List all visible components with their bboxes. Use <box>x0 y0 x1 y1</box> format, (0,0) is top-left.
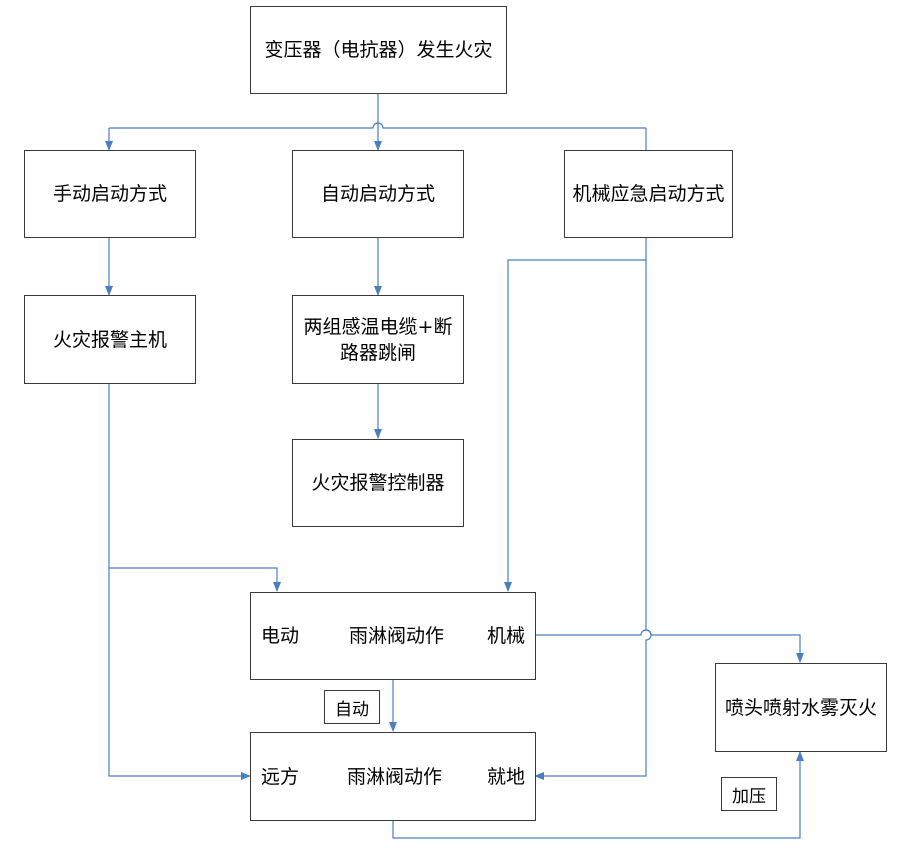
node-valve1: 电动 雨淋阀动作 机械 <box>250 592 536 680</box>
node-sensor: 两组感温电缆+断路器跳闸 <box>292 295 464 384</box>
node-manual-label: 手动启动方式 <box>52 183 167 205</box>
node-fire-label: 变压器（电抗器）发生火灾 <box>264 39 493 61</box>
edge-host-to-valve2 <box>108 568 251 780</box>
edge-label-auto-text: 自动 <box>335 699 369 720</box>
edge-mech-to-valve1 <box>504 237 647 592</box>
node-alarm-host: 火灾报警主机 <box>24 295 196 384</box>
edge-label-pressurize: 加压 <box>721 777 777 811</box>
valve1-center-label: 雨淋阀动作 <box>349 625 445 647</box>
node-spray-label: 喷头喷射水雾灭火 <box>724 696 877 719</box>
node-alarm-host-label: 火灾报警主机 <box>52 328 167 351</box>
node-controller: 火灾报警控制器 <box>292 439 464 527</box>
node-valve2: 远方 雨淋阀动作 就地 <box>250 732 536 821</box>
valve1-right-label: 机械 <box>487 625 526 647</box>
node-mechanical-label: 机械应急启动方式 <box>572 183 725 205</box>
node-mechanical: 机械应急启动方式 <box>564 150 733 238</box>
node-sensor-label: 两组感温电缆+断路器跳闸 <box>303 315 453 364</box>
edge-host-to-valve1 <box>108 383 281 592</box>
edge-valve1-to-spray <box>535 629 804 663</box>
node-manual: 手动启动方式 <box>24 150 196 238</box>
valve2-center-label: 雨淋阀动作 <box>347 766 443 788</box>
valve1-left-label: 电动 <box>261 625 300 647</box>
edge-valve2-to-spray <box>392 751 804 839</box>
edge-label-auto: 自动 <box>324 690 380 724</box>
node-spray: 喷头喷射水雾灭火 <box>715 663 887 752</box>
node-auto-label: 自动启动方式 <box>320 183 435 205</box>
node-controller-label: 火灾报警控制器 <box>311 472 445 494</box>
node-fire: 变压器（电抗器）发生火灾 <box>250 6 507 94</box>
valve2-left-label: 远方 <box>261 766 300 788</box>
edge-label-pressurize-text: 加压 <box>732 786 766 807</box>
edge-mech-to-valve2 <box>534 260 652 780</box>
valve2-right-label: 就地 <box>487 766 526 788</box>
edge-branch-bus <box>109 122 646 129</box>
node-auto: 自动启动方式 <box>292 150 464 238</box>
